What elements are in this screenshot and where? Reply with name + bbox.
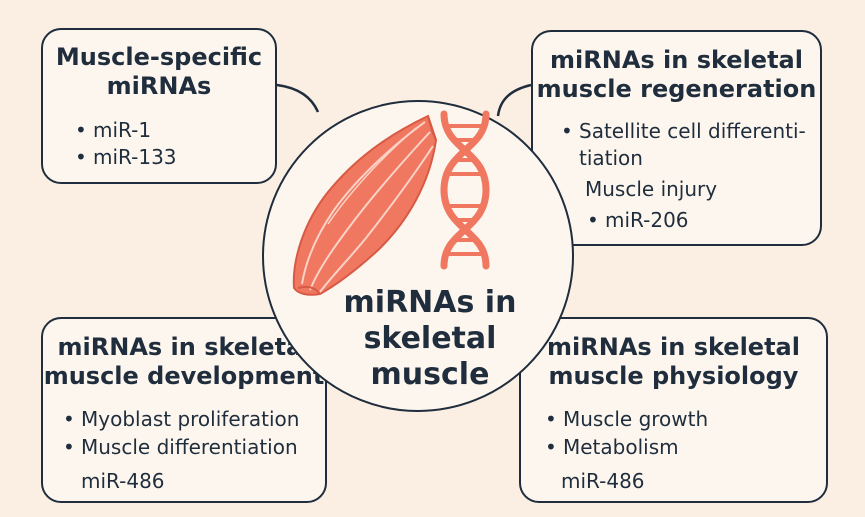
list-item: miR-486 — [81, 469, 165, 493]
list-item: Myoblast proliferation — [63, 407, 299, 431]
box-title: miRNAs in skeletal muscle development — [43, 333, 325, 391]
muscle-specific-box: Muscle-specific miRNAs miR-1 miR-133 — [41, 28, 277, 184]
title-line: muscle development — [43, 362, 325, 390]
title-line: muscle physiology — [548, 362, 799, 390]
muscle-icon — [292, 114, 438, 296]
list-item-continuation: tiation — [579, 146, 643, 170]
title-line: miRNAs in skeletal — [57, 333, 311, 361]
development-box: miRNAs in skeletal muscle development My… — [41, 317, 327, 503]
title-line: miRNAs in skeletal — [547, 333, 800, 361]
dna-icon — [440, 110, 490, 270]
box-title: miRNAs in skeletal muscle regeneration — [533, 46, 820, 104]
title-line: miRNAs in skeletal — [550, 46, 803, 74]
center-title: miRNAs in skeletal muscle — [300, 285, 560, 393]
box-title: Muscle-specific miRNAs — [43, 43, 275, 101]
title-line: Muscle-specific — [55, 43, 263, 71]
physiology-box: miRNAs in skeletal muscle physiology Mus… — [519, 317, 828, 503]
title-line: miRNAs — [106, 72, 212, 100]
box-title: miRNAs in skeletal muscle physiology — [521, 333, 826, 391]
list-item: miR-206 — [587, 208, 689, 232]
title-line: muscle regeneration — [536, 75, 817, 103]
center-title-line: skeletal muscle — [363, 321, 497, 392]
list-item: miR-133 — [75, 145, 177, 169]
list-item: Muscle differentiation — [63, 435, 298, 459]
regeneration-box: miRNAs in skeletal muscle regeneration S… — [531, 30, 822, 246]
list-item: miR-486 — [561, 469, 645, 493]
list-item: Muscle injury — [585, 177, 718, 201]
list-item: Satellite cell differenti- — [561, 119, 806, 143]
list-item: Metabolism — [545, 435, 679, 459]
list-item: miR-1 — [75, 118, 151, 142]
list-item: Muscle growth — [545, 407, 708, 431]
center-title-line: miRNAs in — [343, 285, 517, 320]
